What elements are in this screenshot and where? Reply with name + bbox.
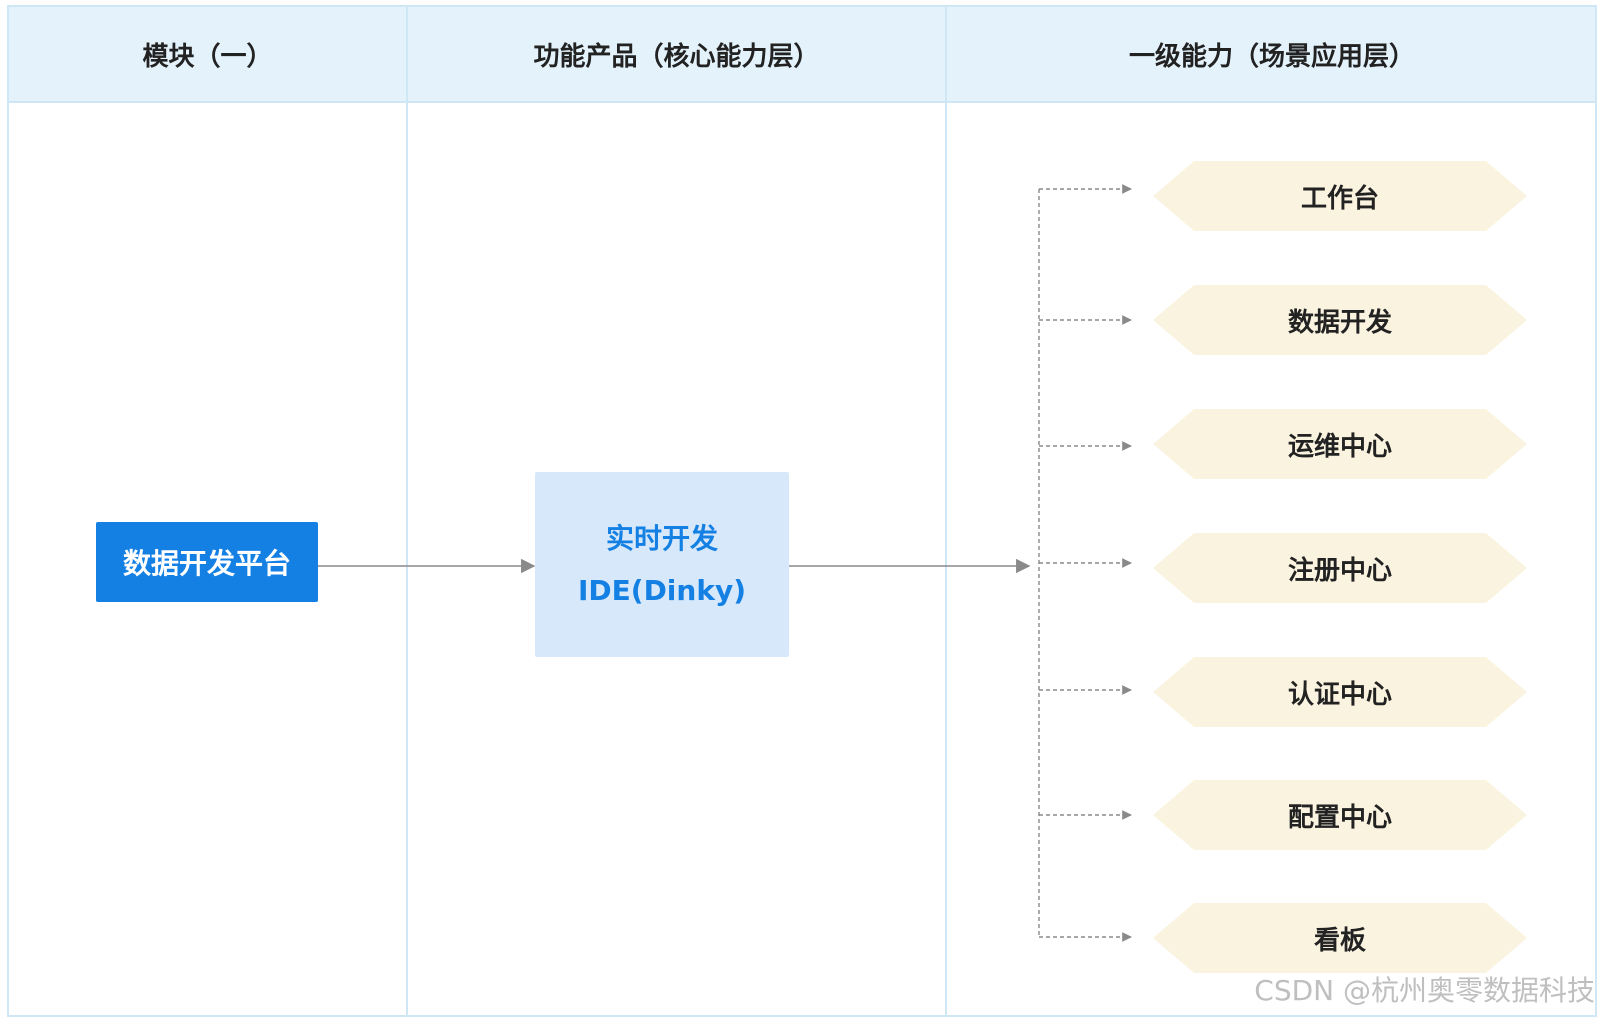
header-capability: 一级能力（场景应用层） bbox=[1128, 41, 1415, 72]
capability-label: 工作台 bbox=[1300, 183, 1379, 214]
capability-label: 运维中心 bbox=[1287, 431, 1392, 462]
capability-label: 认证中心 bbox=[1287, 679, 1392, 710]
capability-registry-center: 注册中心 bbox=[1153, 533, 1527, 603]
header-product: 功能产品（核心能力层） bbox=[533, 41, 820, 72]
capability-label: 看板 bbox=[1313, 925, 1366, 956]
header-row bbox=[9, 7, 1595, 103]
watermark: CSDN @杭州奥零数据科技 bbox=[1254, 974, 1595, 1007]
diagram-frame: 模块（一） 功能产品（核心能力层） 一级能力（场景应用层） bbox=[7, 5, 1597, 1017]
header-module: 模块（一） bbox=[142, 41, 273, 72]
capability-dashboard: 看板 bbox=[1153, 903, 1527, 973]
product-label-line1: 实时开发 bbox=[605, 521, 718, 555]
capability-ops-center: 运维中心 bbox=[1153, 409, 1527, 479]
capability-workbench: 工作台 bbox=[1153, 161, 1527, 231]
capability-auth-center: 认证中心 bbox=[1153, 657, 1527, 727]
product-box: 实时开发 IDE(Dinky) bbox=[535, 472, 789, 657]
capability-data-dev: 数据开发 bbox=[1153, 285, 1527, 355]
column-divider-1 bbox=[406, 7, 408, 1015]
column-divider-2 bbox=[945, 7, 947, 1015]
product-label-line2: IDE(Dinky) bbox=[577, 573, 747, 607]
capability-label: 配置中心 bbox=[1287, 802, 1392, 833]
module-box: 数据开发平台 bbox=[96, 522, 318, 602]
capability-label: 注册中心 bbox=[1287, 555, 1392, 586]
module-label: 数据开发平台 bbox=[122, 547, 291, 580]
capability-label: 数据开发 bbox=[1287, 307, 1392, 338]
capability-config-center: 配置中心 bbox=[1153, 780, 1527, 850]
